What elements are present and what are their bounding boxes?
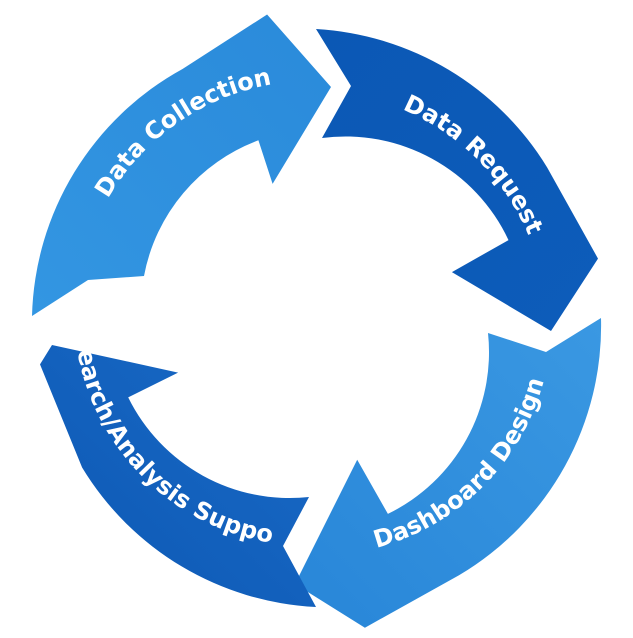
arrow-data-collection: Data Collection [32, 14, 331, 316]
arrow-dashboard-design: Dashboard Design [295, 318, 602, 628]
arrow-data-request-shape [316, 29, 598, 331]
arrow-dashboard-design-shape [295, 318, 602, 628]
arrow-data-request: Data Request [316, 29, 598, 331]
arrow-research-analysis-shape [40, 345, 316, 607]
arrow-data-collection-shape [32, 14, 331, 316]
